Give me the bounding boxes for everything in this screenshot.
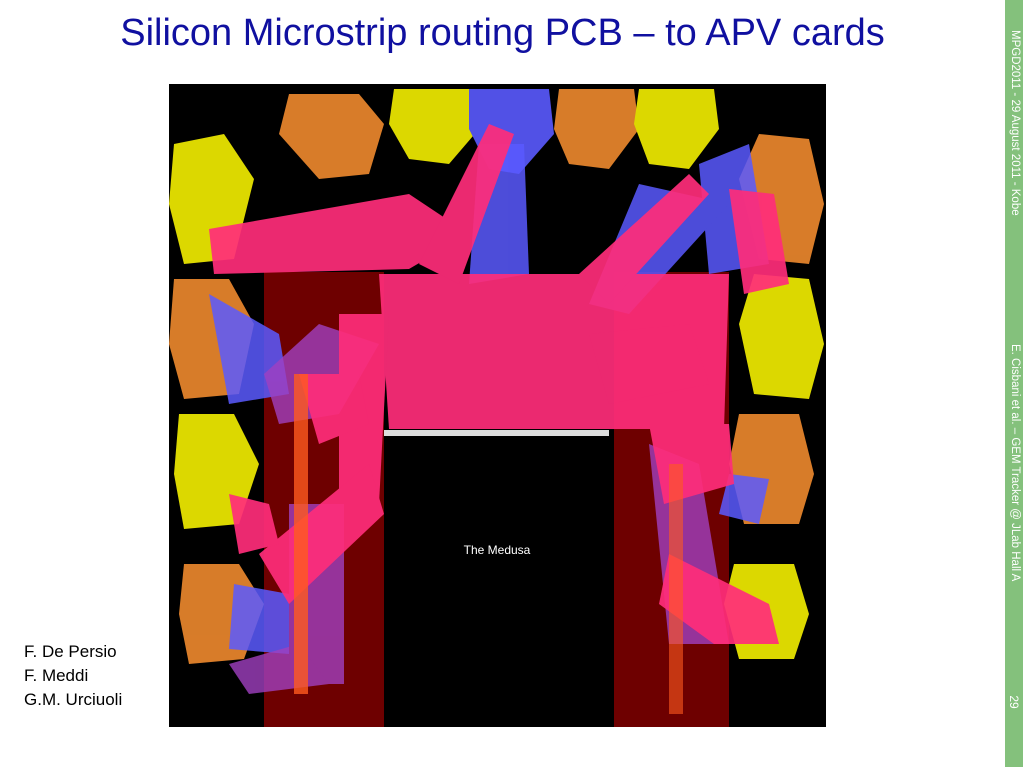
- slide-title: Silicon Microstrip routing PCB – to APV …: [120, 12, 885, 54]
- figure-caption: The Medusa: [463, 543, 531, 557]
- credit-line: F. De Persio: [24, 642, 117, 661]
- credits-block: F. De Persio F. Meddi G.M. Urciuoli: [24, 640, 122, 712]
- page-number: 29: [1007, 695, 1021, 709]
- sidebar-band: [1005, 0, 1023, 767]
- sidebar-conference-text: MPGD2011 - 29 August 2011 - Kobe: [1009, 30, 1021, 216]
- credit-line: G.M. Urciuoli: [24, 690, 123, 709]
- credit-line: F. Meddi: [24, 666, 89, 685]
- pcb-layout-image: [169, 84, 826, 727]
- sidebar-author-text: E. Cisbani et al. – GEM Tracker @ JLab H…: [1009, 344, 1021, 582]
